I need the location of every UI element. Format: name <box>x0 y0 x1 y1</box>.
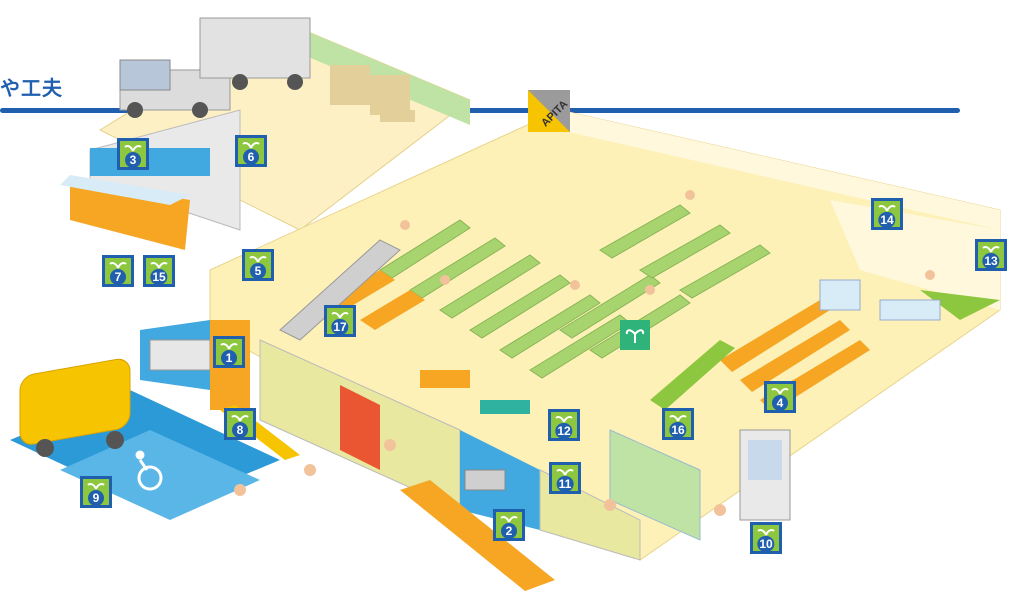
marker-13[interactable]: 13 <box>975 239 1007 271</box>
leaf-icon <box>669 415 687 422</box>
leaf-icon <box>771 388 789 395</box>
marker-8[interactable]: 8 <box>224 408 256 440</box>
leaf-icon <box>500 516 518 523</box>
marker-14[interactable]: 14 <box>871 198 903 230</box>
marker-number: 12 <box>555 423 573 439</box>
marker-number: 11 <box>556 476 574 492</box>
leaf-icon <box>109 262 127 269</box>
page-heading: や工夫 <box>0 76 63 100</box>
marker-16[interactable]: 16 <box>662 408 694 440</box>
marker-number: 17 <box>331 319 349 335</box>
marker-number: 3 <box>125 152 141 168</box>
leaf-icon <box>555 416 573 423</box>
store-sign: APITA <box>528 90 570 132</box>
marker-10[interactable]: 10 <box>750 522 782 554</box>
leaf-icon <box>757 529 775 536</box>
leaf-icon <box>87 483 105 490</box>
leaf-icon <box>150 262 168 269</box>
leaf-icon <box>556 469 574 476</box>
marker-5[interactable]: 5 <box>242 249 274 281</box>
marker-number: 9 <box>88 490 104 506</box>
marker-number: 16 <box>669 422 687 438</box>
marker-1[interactable]: 1 <box>213 336 245 368</box>
marker-number: 13 <box>982 253 1000 269</box>
leaf-icon <box>249 256 267 263</box>
leaf-icon <box>231 415 249 422</box>
marker-number: 5 <box>250 263 266 279</box>
wheelchair-icon <box>135 450 163 491</box>
leaf-icon <box>124 145 142 152</box>
marker-6[interactable]: 6 <box>235 135 267 167</box>
backroom-area <box>60 17 471 250</box>
marker-number: 2 <box>501 523 517 539</box>
front-facade <box>140 239 735 561</box>
marker-number: 10 <box>757 536 775 552</box>
marker-9[interactable]: 9 <box>80 476 112 508</box>
leaf-icon <box>331 312 349 319</box>
marker-12[interactable]: 12 <box>548 409 580 441</box>
marker-number: 14 <box>878 212 896 228</box>
marker-number: 7 <box>110 269 126 285</box>
marker-2[interactable]: 2 <box>493 509 525 541</box>
marker-17[interactable]: 17 <box>324 305 356 337</box>
leaf-icon <box>242 142 260 149</box>
sprout-icon <box>620 320 650 350</box>
marker-7[interactable]: 7 <box>102 255 134 287</box>
marker-4[interactable]: 4 <box>764 381 796 413</box>
marker-number: 8 <box>232 422 248 438</box>
marker-number: 15 <box>150 269 168 285</box>
vending-machine <box>739 429 791 521</box>
marker-11[interactable]: 11 <box>549 462 581 494</box>
leaf-icon <box>878 205 896 212</box>
marker-number: 1 <box>221 350 237 366</box>
marker-15[interactable]: 15 <box>143 255 175 287</box>
heading-underline <box>0 108 960 113</box>
marker-3[interactable]: 3 <box>117 138 149 170</box>
accessible-parking <box>10 358 555 591</box>
shoppers <box>234 190 935 516</box>
marker-number: 4 <box>772 395 788 411</box>
leaf-icon <box>220 343 238 350</box>
leaf-icon <box>982 246 1000 253</box>
marker-number: 6 <box>243 149 259 165</box>
